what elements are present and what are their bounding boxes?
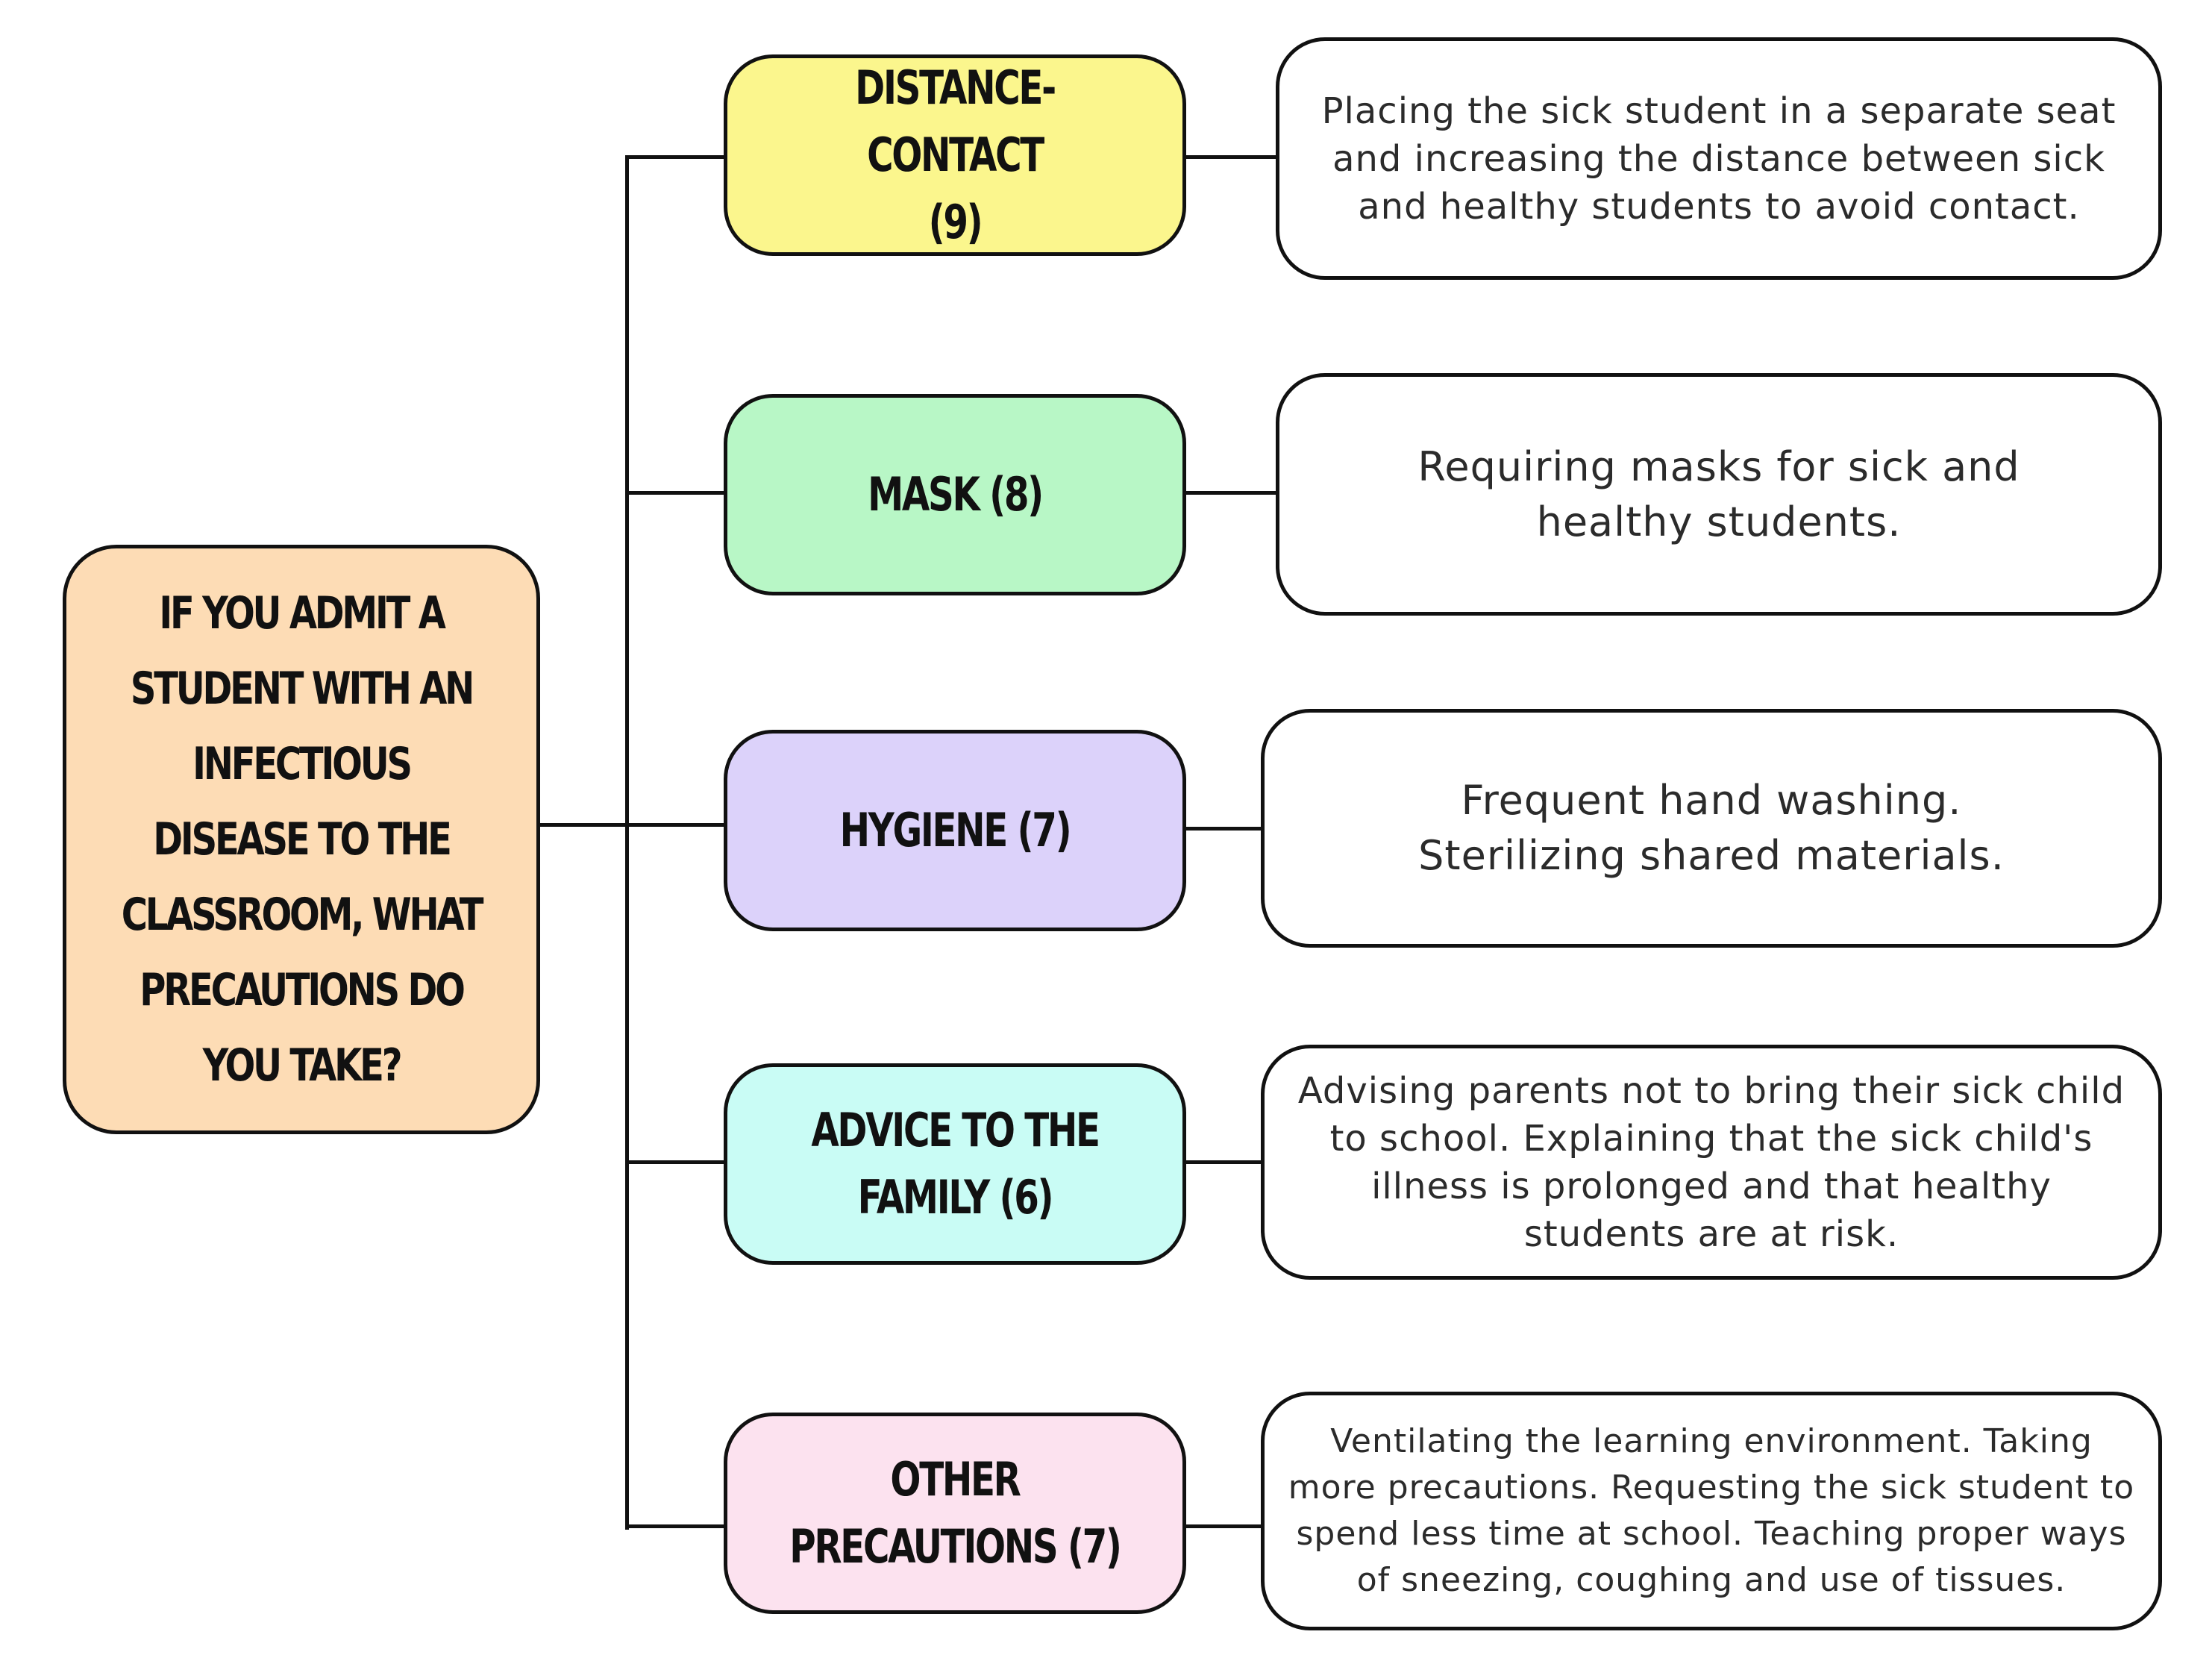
branch-connector-5 <box>625 1524 724 1528</box>
category-node-mask: MASK (8) <box>724 394 1186 595</box>
root-question-text: IF YOU ADMIT A STUDENT WITH AN INFECTIOU… <box>121 587 484 1092</box>
description-node-mask: Requiring masks for sick and healthy stu… <box>1276 373 2162 616</box>
desc-connector-3 <box>1186 827 1261 831</box>
category-node-advice-to-family: ADVICE TO THE FAMILY (6) <box>724 1063 1186 1265</box>
category-label: HYGIENE (7) <box>839 803 1072 857</box>
description-node-other-precautions: Ventilating the learning environment. Ta… <box>1261 1392 2162 1630</box>
description-text: Placing the sick student in a separate s… <box>1321 90 2117 228</box>
branch-connector-1 <box>625 155 724 159</box>
root-question-node: IF YOU ADMIT A STUDENT WITH AN INFECTIOU… <box>63 545 540 1134</box>
desc-connector-4 <box>1186 1160 1261 1164</box>
desc-connector-2 <box>1186 491 1276 495</box>
desc-connector-5 <box>1186 1524 1261 1528</box>
branch-connector-4 <box>625 1160 724 1164</box>
branch-connector-2 <box>625 491 724 495</box>
category-node-hygiene: HYGIENE (7) <box>724 730 1186 931</box>
root-connector <box>540 823 724 827</box>
category-label: MASK (8) <box>868 467 1044 522</box>
category-label: OTHER PRECAUTIONS (7) <box>789 1452 1122 1574</box>
category-node-distance-contact: DISTANCE-CONTACT (9) <box>724 54 1186 256</box>
trunk-line <box>625 155 629 1530</box>
description-text: Requiring masks for sick and healthy stu… <box>1417 442 2020 545</box>
description-text: Frequent hand washing. Sterilizing share… <box>1418 777 2005 879</box>
category-label: DISTANCE-CONTACT (9) <box>855 60 1056 249</box>
description-text: Advising parents not to bring their sick… <box>1297 1069 2125 1255</box>
category-label: ADVICE TO THE FAMILY (6) <box>811 1103 1100 1224</box>
category-node-other-precautions: OTHER PRECAUTIONS (7) <box>724 1413 1186 1614</box>
description-text: Ventilating the learning environment. Ta… <box>1288 1422 2135 1599</box>
description-node-advice-to-family: Advising parents not to bring their sick… <box>1261 1045 2162 1280</box>
description-node-distance-contact: Placing the sick student in a separate s… <box>1276 37 2162 280</box>
desc-connector-1 <box>1186 155 1276 159</box>
description-node-hygiene: Frequent hand washing. Sterilizing share… <box>1261 709 2162 948</box>
